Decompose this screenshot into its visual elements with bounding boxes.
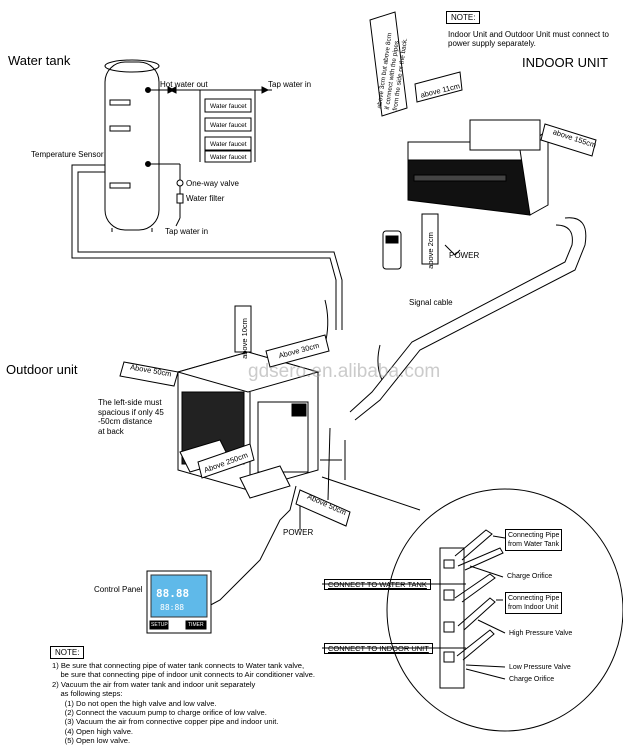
hot-water-out-label: Hot water out xyxy=(160,80,208,89)
charge-orifice-1-label: Charge Orifice xyxy=(507,573,553,580)
pipe-from-indoor-unit-label: Connecting Pipe from Indoor Unit xyxy=(505,592,563,614)
bottom-note-line-2: be sure that connecting pipe of indoor u… xyxy=(52,670,315,680)
temperature-sensor-label: Temperature Sensor xyxy=(31,150,104,159)
bottom-note-line-3: 2) Vacuum the air from water tank and in… xyxy=(52,679,256,689)
bottom-note-line-8: (4) Open high valve. xyxy=(52,726,134,736)
faucet-label-3: Water faucet xyxy=(210,141,247,148)
control-panel-drawing xyxy=(146,570,212,634)
control-panel-display-small: 88:88 xyxy=(160,603,185,612)
top-note-label: NOTE: xyxy=(446,11,481,24)
bottom-note-line-1: 1) Be sure that connecting pipe of water… xyxy=(52,661,305,670)
top-note-line-1: Indoor Unit and Outdoor Unit must connec… xyxy=(448,30,609,39)
bottom-note-label: NOTE: xyxy=(50,646,85,659)
one-way-valve-label: One-way valve xyxy=(186,179,239,188)
indoor-power-label: POWER xyxy=(449,251,480,260)
tap-water-in-top-label: Tap water in xyxy=(268,80,312,89)
faucet-label-2: Water faucet xyxy=(210,122,247,129)
outdoor-unit-drawing xyxy=(176,299,383,609)
signal-cable-label: Signal cable xyxy=(409,298,453,307)
low-pressure-valve-label: Low Pressure Valve xyxy=(509,664,571,671)
pipe-from-water-tank-line-2: from Water Tank xyxy=(508,541,559,548)
high-pressure-valve-label: High Pressure Valve xyxy=(509,630,573,637)
bottom-note-line-7: (3) Vacuum the air from connective coppe… xyxy=(52,717,279,727)
water-tank-drawing xyxy=(71,59,343,330)
left-side-note-line-3: -50cm distance xyxy=(98,417,153,426)
charge-orifice-2-label: Charge Orifice xyxy=(509,676,555,683)
detail-circle xyxy=(321,476,623,732)
top-note-line-2: power supply separately. xyxy=(448,39,536,48)
bottom-note-line-4: as following steps: xyxy=(52,689,123,699)
control-panel-timer-button: TIMER xyxy=(188,622,204,628)
clearance-arrows xyxy=(119,11,597,527)
water-filter-label: Water filter xyxy=(186,194,225,203)
watermark: gdsero.en.alibaba.com xyxy=(248,361,441,382)
faucet-label-4: Water faucet xyxy=(210,154,247,161)
water-tank-title: Water tank xyxy=(8,53,71,68)
indoor-unit-drawing xyxy=(349,119,587,421)
connect-to-indoor-unit-label: CONNECT TO INDOOR UNIT xyxy=(324,643,433,654)
bottom-note-text: 1) Be sure that connecting pipe of water… xyxy=(52,661,315,746)
above-10cm-label: above 10cm xyxy=(239,318,249,359)
tap-water-in-bottom-label: Tap water in xyxy=(165,227,209,236)
pipe-from-indoor-unit-line-2: from Indoor Unit xyxy=(508,604,559,611)
left-side-note-line-4: at back xyxy=(98,426,124,436)
pipe-from-indoor-unit-line-1: Connecting Pipe xyxy=(508,595,560,602)
outdoor-power-label: POWER xyxy=(283,528,314,537)
connect-to-water-tank-label: CONNECT TO WATER TANK xyxy=(324,579,431,590)
left-side-note-line-1: The left-side must xyxy=(98,398,162,407)
left-side-note: The left-side must spacious if only 45 -… xyxy=(98,398,164,436)
bottom-note-line-6: (2) Connect the vacuum pump to charge or… xyxy=(52,708,267,718)
pipe-from-water-tank-line-1: Connecting Pipe xyxy=(508,532,560,539)
control-panel-setup-button: SETUP xyxy=(151,622,168,628)
faucet-label-1: Water faucet xyxy=(210,103,247,110)
control-panel-display-big: 88.88 xyxy=(156,587,190,600)
bottom-note-line-5: (1) Do not open the high valve and low v… xyxy=(52,698,217,708)
control-panel-label: Control Panel xyxy=(94,585,143,594)
indoor-unit-title: INDOOR UNIT xyxy=(522,55,608,70)
pipe-from-water-tank-label: Connecting Pipe from Water Tank xyxy=(505,529,563,551)
above-2cm-label: above 2cm xyxy=(425,232,435,269)
bottom-note-line-9: (5) Open low valve. xyxy=(52,736,131,746)
left-side-note-line-2: spacious if only 45 xyxy=(98,407,164,417)
outdoor-unit-title: Outdoor unit xyxy=(6,362,78,377)
